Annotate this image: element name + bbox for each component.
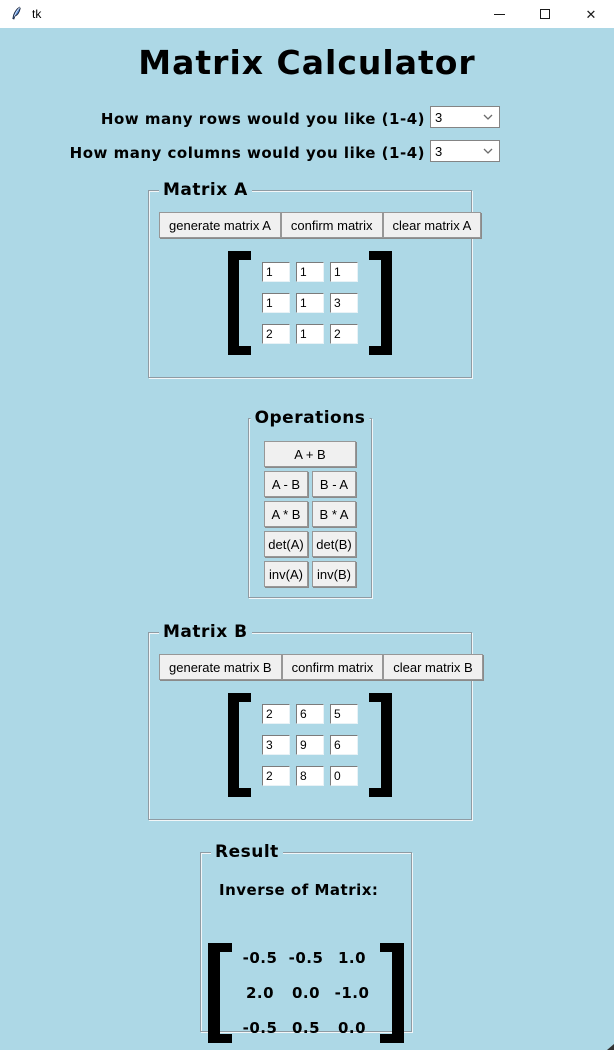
result-caption: Inverse of Matrix: — [219, 881, 379, 899]
right-bracket — [369, 251, 392, 355]
inv-b-button[interactable]: inv(B) — [312, 561, 356, 587]
matrix-a-cell[interactable] — [330, 324, 358, 344]
result-value: 0.0 — [337, 1019, 367, 1037]
result-value: -1.0 — [334, 984, 370, 1002]
close-button[interactable]: ✕ — [568, 0, 614, 28]
confirm-matrix-a-button[interactable]: confirm matrix — [280, 212, 383, 238]
generate-matrix-b-button[interactable]: generate matrix B — [159, 654, 282, 680]
left-bracket — [208, 943, 232, 1043]
result-value: 0.0 — [291, 984, 321, 1002]
mouse-cursor — [607, 1044, 614, 1050]
clear-matrix-a-button[interactable]: clear matrix A — [382, 212, 482, 238]
a-minus-b-button[interactable]: A - B — [264, 471, 308, 497]
result-value: -0.5 — [242, 949, 278, 967]
matrix-b-grid — [262, 704, 358, 786]
matrix-a-cell[interactable] — [296, 324, 324, 344]
matrix-b-cell[interactable] — [330, 735, 358, 755]
maximize-button[interactable] — [522, 0, 568, 28]
matrix-a-cell[interactable] — [330, 262, 358, 282]
window-title: tk — [32, 7, 42, 21]
title-bar: tk ✕ — [0, 0, 614, 28]
matrix-a-cell[interactable] — [262, 324, 290, 344]
result-value: -0.5 — [242, 1019, 278, 1037]
main-content: Matrix Calculator How many rows would yo… — [0, 28, 614, 1050]
matrix-b-cell[interactable] — [296, 766, 324, 786]
maximize-icon — [540, 9, 550, 19]
left-bracket — [228, 693, 251, 797]
right-bracket — [369, 693, 392, 797]
matrix-b-legend: Matrix B — [159, 622, 252, 642]
det-a-button[interactable]: det(A) — [264, 531, 308, 557]
rows-select-value: 3 — [435, 109, 443, 125]
matrix-b-cell[interactable] — [262, 735, 290, 755]
generate-matrix-a-button[interactable]: generate matrix A — [159, 212, 281, 238]
matrix-a-frame: Matrix A generate matrix A confirm matri… — [148, 180, 482, 378]
cols-label: How many columns would you like (1-4) — [69, 144, 425, 162]
result-value: 2.0 — [245, 984, 275, 1002]
result-grid: -0.5 -0.5 1.0 2.0 0.0 -1.0 -0.5 0.5 0.0 — [237, 946, 375, 1040]
page-title: Matrix Calculator — [138, 43, 476, 82]
matrix-b-cell[interactable] — [262, 766, 290, 786]
cols-select[interactable]: 3 — [430, 140, 500, 162]
det-b-button[interactable]: det(B) — [312, 531, 356, 557]
matrix-b-cell[interactable] — [262, 704, 290, 724]
confirm-matrix-b-button[interactable]: confirm matrix — [281, 654, 384, 680]
matrix-b-cell[interactable] — [330, 766, 358, 786]
result-value: -0.5 — [288, 949, 324, 967]
operations-frame: Operations A + B A - B B - A A * B B * A… — [248, 408, 372, 598]
cols-select-value: 3 — [435, 143, 443, 159]
clear-matrix-b-button[interactable]: clear matrix B — [383, 654, 483, 680]
matrix-a-cell[interactable] — [262, 262, 290, 282]
matrix-b-cell[interactable] — [330, 704, 358, 724]
operations-legend: Operations — [250, 408, 370, 428]
a-times-b-button[interactable]: A * B — [264, 501, 308, 527]
tk-feather-icon — [12, 6, 21, 20]
result-value: 0.5 — [291, 1019, 321, 1037]
chevron-down-icon — [483, 114, 493, 120]
matrix-a-cell[interactable] — [330, 293, 358, 313]
matrix-a-cell[interactable] — [296, 262, 324, 282]
result-frame: Result Inverse of Matrix: -0.5 -0.5 1.0 … — [200, 842, 412, 1043]
matrix-a-legend: Matrix A — [159, 180, 252, 200]
result-value: 1.0 — [337, 949, 367, 967]
left-bracket — [228, 251, 251, 355]
result-legend: Result — [211, 842, 283, 862]
inv-a-button[interactable]: inv(A) — [264, 561, 308, 587]
matrix-a-cell[interactable] — [262, 293, 290, 313]
b-times-a-button[interactable]: B * A — [312, 501, 356, 527]
b-minus-a-button[interactable]: B - A — [312, 471, 356, 497]
minimize-button[interactable] — [476, 0, 522, 28]
close-icon: ✕ — [585, 6, 597, 22]
matrix-a-grid — [262, 262, 358, 344]
chevron-down-icon — [483, 148, 493, 154]
matrix-b-cell[interactable] — [296, 735, 324, 755]
rows-select[interactable]: 3 — [430, 106, 500, 128]
minimize-icon — [493, 13, 505, 15]
rows-label: How many rows would you like (1-4) — [100, 110, 425, 128]
add-button[interactable]: A + B — [264, 441, 356, 467]
matrix-a-cell[interactable] — [296, 293, 324, 313]
matrix-b-cell[interactable] — [296, 704, 324, 724]
right-bracket — [380, 943, 404, 1043]
matrix-b-frame: Matrix B generate matrix B confirm matri… — [148, 622, 483, 820]
